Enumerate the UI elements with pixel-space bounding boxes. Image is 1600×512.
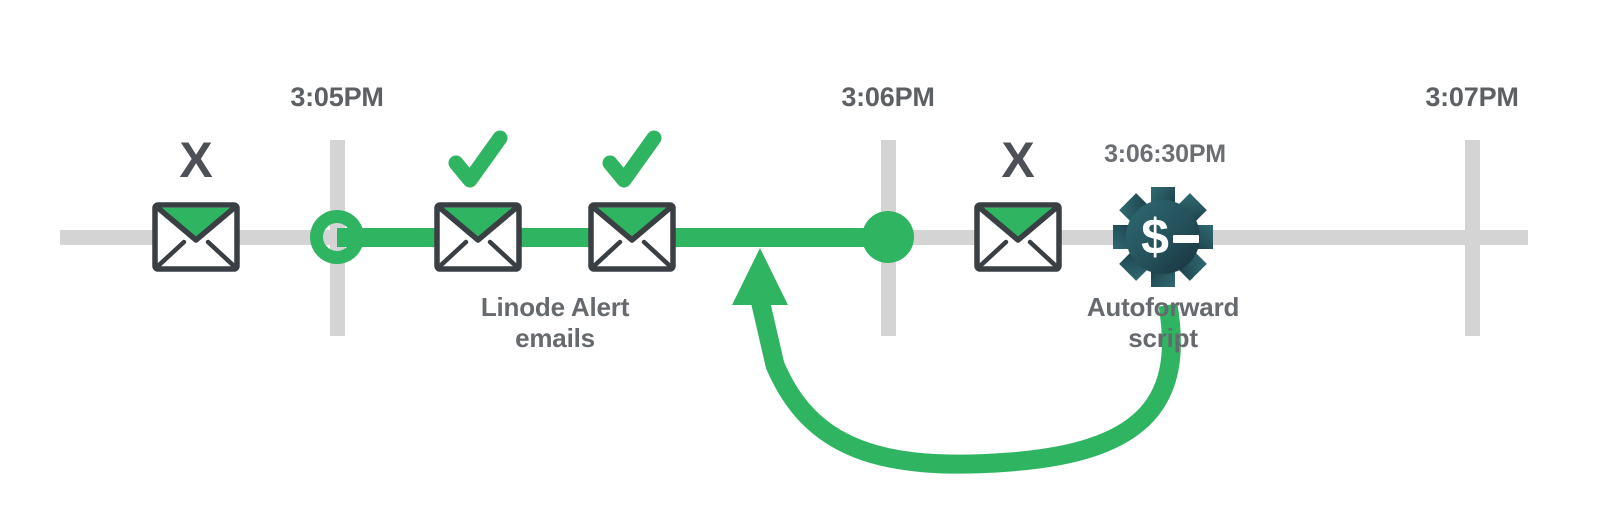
feedback-arrow-head	[732, 248, 788, 305]
segment-end-dot	[862, 211, 914, 263]
envelope-fold-right	[641, 239, 673, 269]
envelope-fold-left	[155, 239, 187, 269]
dash-glyph	[1173, 235, 1199, 243]
envelope-fold-right	[1027, 239, 1059, 269]
envelope-flap-outline	[437, 205, 519, 243]
envelope-fold-left	[977, 239, 1009, 269]
tick-label-306: 3:06PM	[841, 82, 935, 112]
x-mark-icon-1: X	[179, 132, 213, 188]
envelope-icon-2	[434, 202, 522, 272]
gear-teeth	[1113, 187, 1213, 287]
envelope-icon-4	[974, 202, 1062, 272]
autoforward-time-label: 3:06:30PM	[1104, 140, 1226, 168]
envelope-flap-outline	[977, 205, 1059, 243]
feedback-arrow	[732, 248, 1181, 474]
linode-alert-emails-label: Linode Alert emails	[480, 292, 630, 353]
segment-start-ring	[310, 210, 365, 264]
envelope-icon-1	[152, 202, 240, 272]
envelope-icon-3	[588, 202, 676, 272]
dollar-glyph: $	[1141, 209, 1169, 265]
gear-dollar-icon: $	[1113, 187, 1213, 287]
envelope-flap	[157, 207, 235, 240]
tick-label-305: 3:05PM	[290, 82, 384, 112]
envelope-flap	[593, 207, 671, 240]
envelope-flap	[439, 207, 517, 240]
envelope-fold-left	[437, 239, 469, 269]
feedback-arrow-path	[750, 297, 1181, 474]
check-mark-icon-2	[602, 130, 662, 188]
envelope-flap-outline	[591, 205, 673, 243]
x-mark-icon-2: X	[1001, 132, 1035, 188]
envelope-flap	[979, 207, 1057, 240]
tick-label-307: 3:07PM	[1425, 82, 1519, 112]
tick-mark-307	[1465, 140, 1480, 336]
autoforward-script-label: Autoforward script	[1086, 292, 1240, 353]
envelope-fold-right	[205, 239, 237, 269]
envelope-fold-left	[591, 239, 623, 269]
check-mark-icon-1	[448, 130, 508, 188]
envelope-fold-right	[487, 239, 519, 269]
envelope-flap-outline	[155, 205, 237, 243]
